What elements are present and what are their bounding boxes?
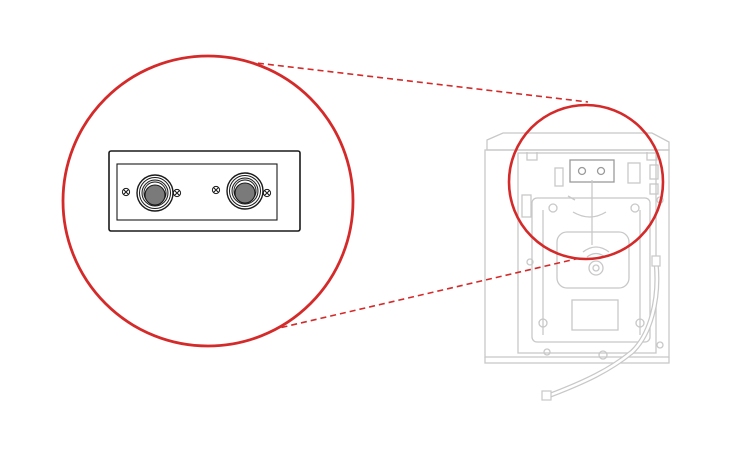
magnifier-callout	[61, 54, 355, 348]
highlight-circle	[507, 103, 665, 261]
inlet-plate	[108, 150, 301, 232]
panel-screw	[656, 341, 664, 349]
mounting-screw	[172, 188, 182, 198]
callout-connector-lines	[247, 61, 589, 333]
machine-body	[484, 149, 670, 358]
mounting-screw	[121, 187, 131, 197]
panel-screw	[526, 258, 534, 266]
machine-base	[484, 357, 670, 364]
mounting-screw	[211, 185, 221, 195]
panel-screw	[543, 348, 551, 356]
rear-plate	[531, 197, 651, 343]
machine-inlet-plate	[569, 159, 615, 183]
machine-back-panel	[517, 152, 657, 354]
panel-screw	[538, 318, 548, 328]
mounting-screw	[262, 188, 272, 198]
washing-machine	[484, 132, 670, 364]
motor-hub	[588, 260, 604, 276]
panel-screw	[598, 350, 608, 360]
lower-vent	[571, 299, 619, 331]
motor-cover	[556, 231, 630, 289]
panel-screw	[548, 203, 558, 213]
water-inlet-connector-right	[226, 172, 264, 210]
machine-top-panel	[486, 132, 670, 151]
panel-screw	[630, 203, 640, 213]
water-inlet-connector-left	[136, 174, 174, 212]
panel-screw	[635, 318, 645, 328]
inlet-hose	[541, 255, 661, 401]
